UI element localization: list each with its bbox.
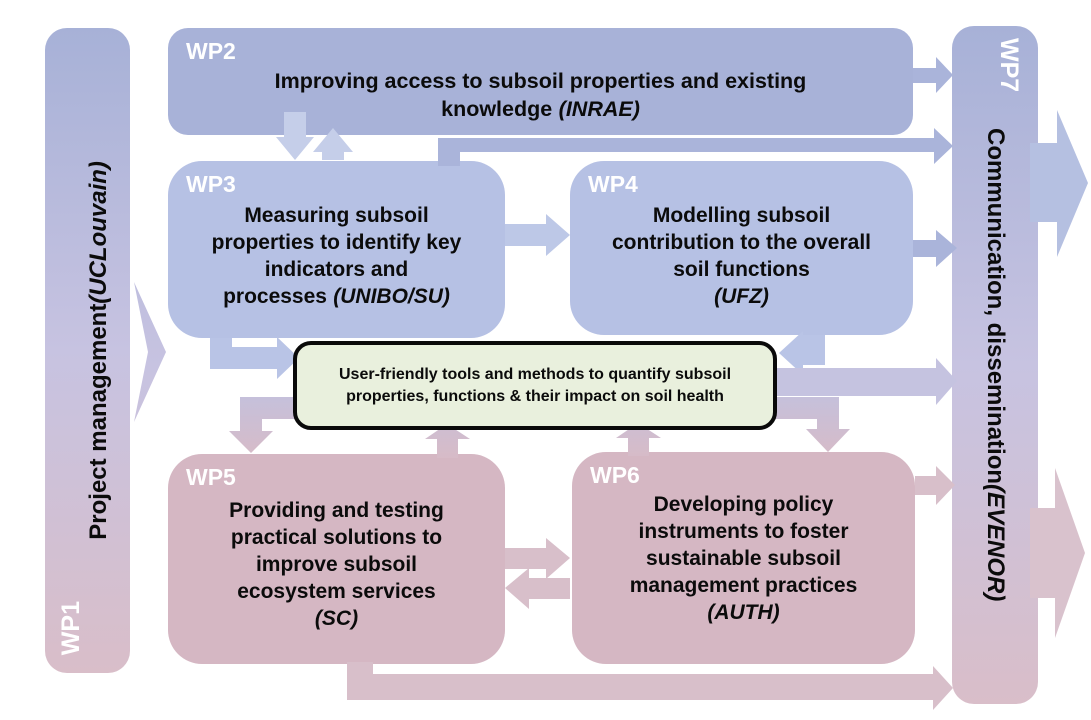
- arrow-wp4-to-wp7: [913, 230, 957, 267]
- arrow-wp4-to-center: [779, 331, 825, 375]
- wp3-box: WP3 Measuring subsoil properties to iden…: [168, 161, 505, 338]
- wp3-title: Measuring subsoil properties to identify…: [168, 203, 505, 311]
- wp7-title: Communication, dissemination(EVENOR): [982, 128, 1009, 602]
- arrow-wp5-to-wp7: [347, 662, 953, 710]
- wp2-box: WP2 Improving access to subsoil properti…: [168, 28, 913, 135]
- center-tools-box: User-friendly tools and methods to quant…: [293, 341, 777, 430]
- arrow-center-to-wp6: [770, 397, 850, 452]
- arrow-wp1-to-work-packages: [134, 282, 166, 422]
- wp3-title-text: Measuring subsoil properties to identify…: [211, 204, 462, 308]
- wp1-bar: Project management(UCLouvain) WP1: [45, 28, 130, 673]
- wp5-org: (SC): [314, 606, 359, 630]
- wp7-id-label: WP7: [995, 38, 1023, 93]
- wp1-org: (UCLouvain): [84, 161, 112, 304]
- wp2-title: Improving access to subsoil properties a…: [168, 68, 913, 123]
- wp4-title: Modelling subsoil contribution to the ov…: [570, 203, 913, 311]
- wp6-id-label: WP6: [590, 462, 640, 488]
- arrow-wp6-to-wp5: [505, 568, 570, 609]
- wp3-org: (UNIBO/SU): [333, 284, 450, 308]
- wp1-id-label: WP1: [57, 600, 85, 655]
- wp7-title-text: Communication, dissemination: [982, 128, 1009, 485]
- wp3-id-label: WP3: [186, 171, 236, 197]
- wp6-org: (AUTH): [707, 600, 780, 624]
- wp7-org: (EVENOR): [982, 484, 1009, 602]
- wp4-title-text: Modelling subsoil contribution to the ov…: [611, 204, 871, 281]
- arrow-wp7-out-top: [1030, 110, 1088, 257]
- center-tools-text: User-friendly tools and methods to quant…: [338, 366, 732, 405]
- wp2-org: (INRAE): [558, 96, 640, 121]
- wp5-title-text: Providing and testing practical solution…: [229, 499, 444, 603]
- wp2-id-label: WP2: [186, 38, 236, 64]
- wp1-title-text: Project management: [84, 303, 112, 540]
- wp6-box: WP6 Developing policy instruments to fos…: [572, 452, 915, 664]
- wp5-id-label: WP5: [186, 464, 236, 490]
- wp4-box: WP4 Modelling subsoil contribution to th…: [570, 161, 913, 335]
- arrow-wp2-to-wp7: [913, 57, 953, 93]
- wp6-title: Developing policy instruments to foster …: [572, 492, 915, 626]
- arrow-wp5-to-wp6: [505, 538, 570, 579]
- wp1-title: Project management(UCLouvain): [84, 161, 112, 540]
- wp6-title-text: Developing policy instruments to foster …: [629, 493, 858, 597]
- arrow-center-to-wp7: [775, 358, 957, 405]
- arrow-wp3-to-center: [210, 337, 299, 379]
- wp2-title-text: Improving access to subsoil properties a…: [274, 69, 807, 121]
- arrow-wp7-out-bottom: [1030, 468, 1085, 638]
- wp5-box: WP5 Providing and testing practical solu…: [168, 454, 505, 664]
- wp4-id-label: WP4: [588, 171, 638, 197]
- wp4-org: (UFZ): [714, 284, 769, 308]
- wp5-title: Providing and testing practical solution…: [168, 498, 505, 632]
- arrow-wp6-to-wp7: [915, 466, 955, 505]
- wp7-bar: Communication, dissemination(EVENOR) WP7: [952, 26, 1038, 704]
- arrow-wp3-to-wp4: [505, 214, 570, 256]
